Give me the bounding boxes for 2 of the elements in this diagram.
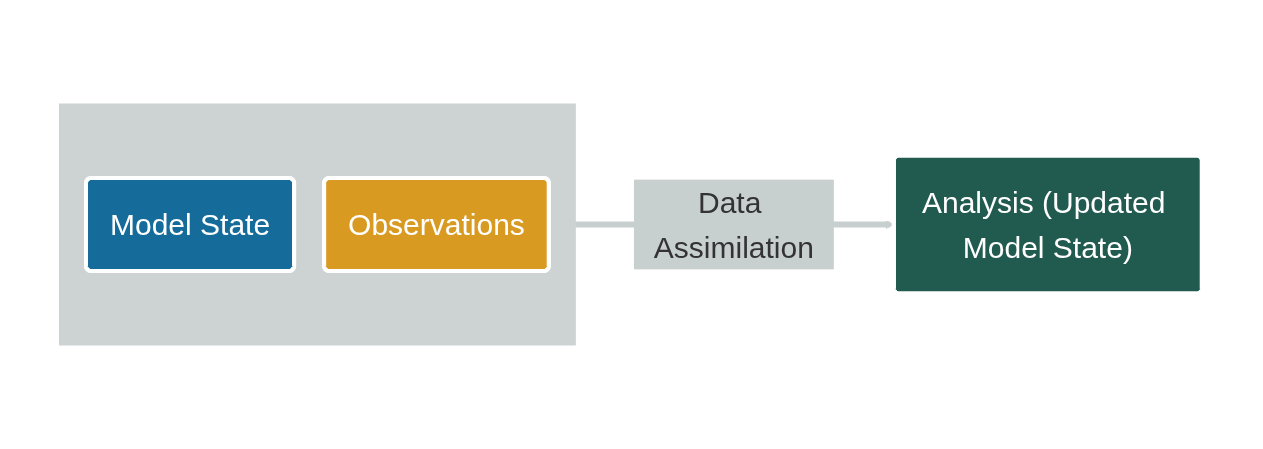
cluster xyxy=(59,103,576,346)
edge-label: Data Assimilation xyxy=(653,185,814,264)
